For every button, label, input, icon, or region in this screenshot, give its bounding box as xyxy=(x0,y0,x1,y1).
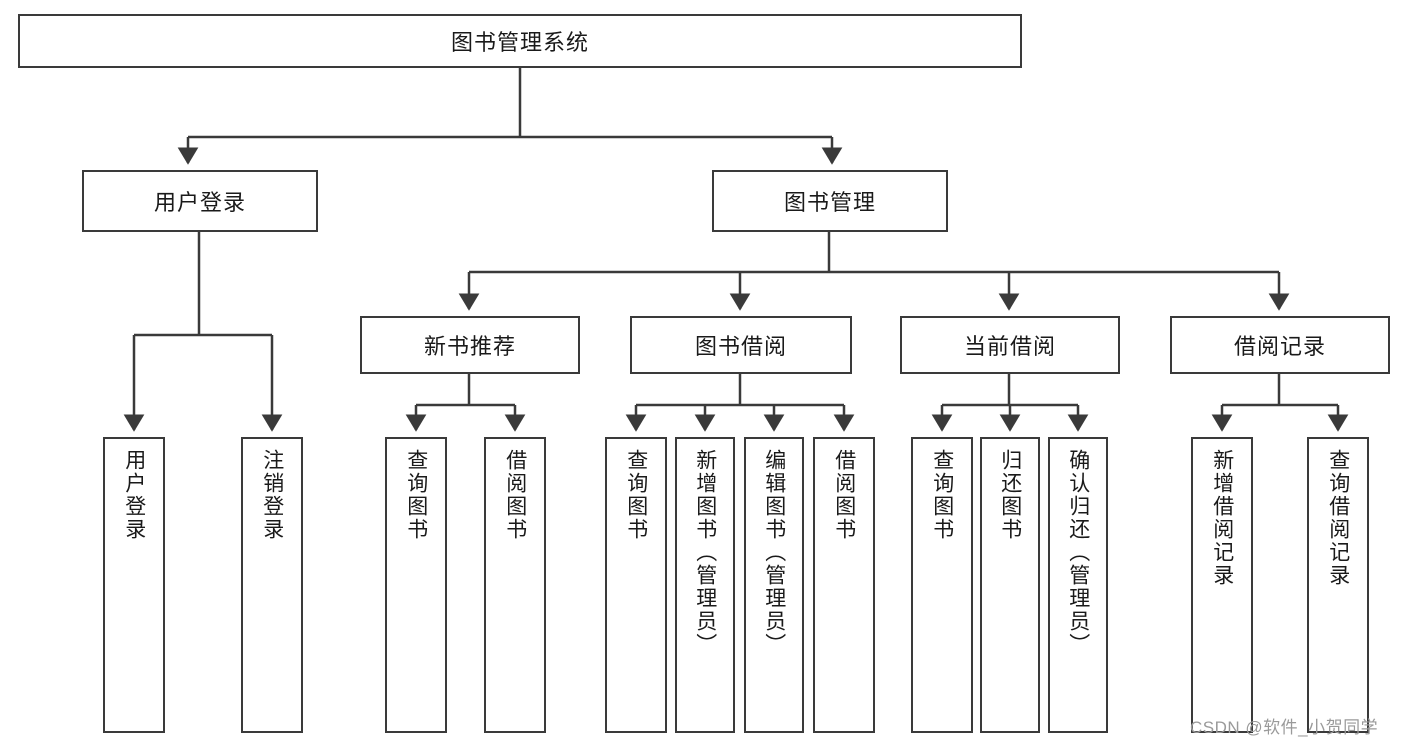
leaf-query-books-newbook-label: 查询图书 xyxy=(404,449,428,541)
leaf-query-borrow-record-label: 查询借阅记录 xyxy=(1326,449,1350,587)
leaf-borrow-books-newbook[interactable]: 借阅图书 xyxy=(484,437,546,733)
node-book-management[interactable]: 图书管理 xyxy=(712,170,948,232)
leaf-return-books-label: 归还图书 xyxy=(998,449,1022,541)
node-book-borrow[interactable]: 图书借阅 xyxy=(630,316,852,374)
leaf-confirm-return-admin[interactable]: 确认归还（管理员） xyxy=(1048,437,1108,733)
node-new-book-recommend[interactable]: 新书推荐 xyxy=(360,316,580,374)
leaf-add-borrow-record[interactable]: 新增借阅记录 xyxy=(1191,437,1253,733)
leaf-add-borrow-record-label: 新增借阅记录 xyxy=(1210,449,1234,587)
node-root-label: 图书管理系统 xyxy=(450,30,589,55)
leaf-add-book-admin-label: 新增图书（管理员） xyxy=(693,449,717,656)
node-user-login[interactable]: 用户登录 xyxy=(82,170,318,232)
node-book-borrow-label: 图书借阅 xyxy=(694,334,787,359)
leaf-add-book-admin[interactable]: 新增图书（管理员） xyxy=(675,437,735,733)
leaf-borrow-books-borrow[interactable]: 借阅图书 xyxy=(813,437,875,733)
leaf-query-books-newbook[interactable]: 查询图书 xyxy=(385,437,447,733)
leaf-logout[interactable]: 注销登录 xyxy=(241,437,303,733)
leaf-user-login[interactable]: 用户登录 xyxy=(103,437,165,733)
node-user-login-label: 用户登录 xyxy=(153,190,246,215)
leaf-user-login-label: 用户登录 xyxy=(122,449,146,541)
node-root[interactable]: 图书管理系统 xyxy=(18,14,1022,68)
leaf-borrow-books-borrow-label: 借阅图书 xyxy=(832,449,856,541)
leaf-logout-label: 注销登录 xyxy=(260,449,284,541)
node-current-borrow[interactable]: 当前借阅 xyxy=(900,316,1120,374)
node-book-management-label: 图书管理 xyxy=(783,190,876,215)
leaf-edit-book-admin[interactable]: 编辑图书（管理员） xyxy=(744,437,804,733)
leaf-query-books-current-label: 查询图书 xyxy=(930,449,954,541)
leaf-edit-book-admin-label: 编辑图书（管理员） xyxy=(762,449,786,656)
leaf-query-books-borrow[interactable]: 查询图书 xyxy=(605,437,667,733)
leaf-confirm-return-admin-label: 确认归还（管理员） xyxy=(1066,449,1090,656)
node-current-borrow-label: 当前借阅 xyxy=(963,334,1056,359)
leaf-query-books-current[interactable]: 查询图书 xyxy=(911,437,973,733)
leaf-borrow-books-newbook-label: 借阅图书 xyxy=(503,449,527,541)
node-borrow-records[interactable]: 借阅记录 xyxy=(1170,316,1390,374)
leaf-query-borrow-record[interactable]: 查询借阅记录 xyxy=(1307,437,1369,733)
leaf-query-books-borrow-label: 查询图书 xyxy=(624,449,648,541)
node-new-book-recommend-label: 新书推荐 xyxy=(423,334,516,359)
node-borrow-records-label: 借阅记录 xyxy=(1233,334,1326,359)
leaf-return-books[interactable]: 归还图书 xyxy=(980,437,1040,733)
